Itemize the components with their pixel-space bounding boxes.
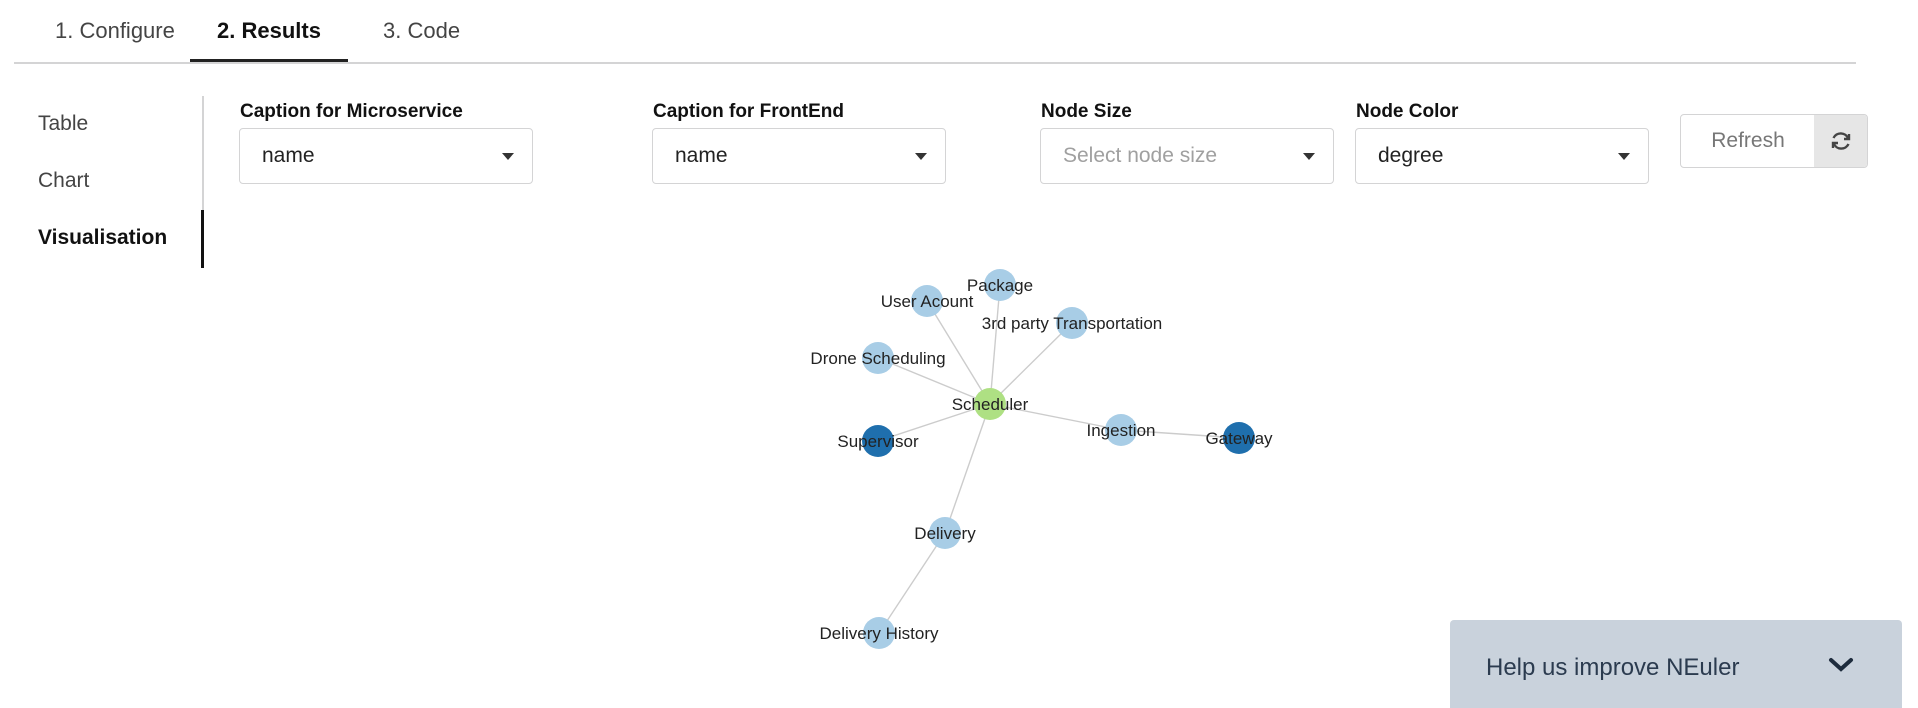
graph-node-label: Ingestion (1087, 421, 1156, 440)
graph-edge (1120, 429, 1240, 439)
graph-edge (877, 357, 991, 405)
chevron-down-icon (502, 153, 514, 160)
graph-edge (878, 532, 946, 634)
graph-node-circle[interactable] (911, 285, 943, 317)
graph-node-circle[interactable] (1223, 422, 1255, 454)
feedback-text: Help us improve NEuler (1486, 654, 1740, 681)
graph-node-circle[interactable] (1056, 307, 1088, 339)
graph-node-label: Delivery History (819, 624, 939, 643)
node-size-label: Node Size (1041, 101, 1132, 122)
refresh-icon-button[interactable] (1814, 115, 1867, 167)
graph-edge (989, 403, 1122, 431)
caption-microservice-label: Caption for Microservice (240, 101, 463, 122)
node-color-select[interactable]: degree (1355, 128, 1649, 184)
feedback-widget[interactable]: Help us improve NEuler (1450, 620, 1902, 708)
node-size-placeholder: Select node size (1063, 144, 1218, 167)
chevron-down-icon (915, 153, 927, 160)
graph-node-label: Scheduler (952, 395, 1029, 414)
graph-node-circle[interactable] (929, 517, 961, 549)
graph-node-scheduler[interactable]: Scheduler (952, 388, 1029, 420)
graph-node-circle[interactable] (974, 388, 1006, 420)
chevron-down-icon[interactable] (1828, 656, 1854, 674)
refresh-icon (1831, 132, 1851, 150)
graph-edge (989, 284, 1001, 405)
graph-node-circle[interactable] (862, 342, 894, 374)
graph-node-label: Gateway (1205, 429, 1273, 448)
graph-node-delivery[interactable]: Delivery (914, 517, 976, 549)
graph-node-label: 3rd party Transportation (982, 314, 1162, 333)
node-color-value: degree (1378, 144, 1444, 167)
menu-item-visualisation[interactable]: Visualisation (38, 226, 168, 249)
tab-code[interactable]: 3. Code (383, 18, 461, 43)
graph-node-supervisor[interactable]: Supervisor (837, 425, 919, 457)
graph-node-ingestion[interactable]: Ingestion (1087, 414, 1156, 446)
graph-edge (989, 322, 1073, 405)
chevron-down-icon (1618, 153, 1630, 160)
caption-microservice-value: name (262, 144, 315, 167)
graph-node-label: Delivery (914, 524, 976, 543)
refresh-button-group: Refresh (1680, 114, 1868, 168)
graph-edge (944, 403, 991, 534)
menu-item-table[interactable]: Table (38, 112, 89, 135)
refresh-button[interactable]: Refresh (1711, 129, 1785, 152)
graph-node-label: Drone Scheduling (810, 349, 945, 368)
graph-node-drone[interactable]: Drone Scheduling (810, 342, 946, 374)
caption-microservice-select[interactable]: name (239, 128, 533, 184)
graph-node-package[interactable]: Package (967, 269, 1033, 301)
graph-node-circle[interactable] (1105, 414, 1137, 446)
node-size-select[interactable]: Select node size (1040, 128, 1334, 184)
graph-edge (926, 300, 991, 405)
graph-node-circle[interactable] (863, 617, 895, 649)
node-color-label: Node Color (1356, 101, 1459, 122)
graph-node-history[interactable]: Delivery History (819, 617, 939, 649)
graph-node-gateway[interactable]: Gateway (1205, 422, 1273, 454)
caption-frontend-value: name (675, 144, 728, 167)
graph-node-label: Package (967, 276, 1033, 295)
chevron-down-icon (1303, 153, 1315, 160)
tab-configure[interactable]: 1. Configure (55, 18, 175, 43)
graph-node-label: Supervisor (837, 432, 919, 451)
graph-edges (877, 284, 1240, 634)
caption-frontend-select[interactable]: name (652, 128, 946, 184)
graph-node-circle[interactable] (862, 425, 894, 457)
results-side-menu: Table Chart Visualisation (14, 96, 204, 268)
tab-results[interactable]: 2. Results (190, 0, 348, 62)
graph-node-third[interactable]: 3rd party Transportation (982, 307, 1162, 339)
results-tabs: 1. Configure 2. Results 3. Code (14, 0, 1856, 64)
graph-node-circle[interactable] (984, 269, 1016, 301)
menu-item-chart[interactable]: Chart (38, 169, 90, 192)
caption-frontend-label: Caption for FrontEnd (653, 101, 845, 122)
graph-node-user[interactable]: User Acount (881, 285, 974, 317)
graph-node-label: User Acount (881, 292, 974, 311)
graph-edge (877, 403, 991, 442)
active-menu-indicator (201, 210, 204, 268)
